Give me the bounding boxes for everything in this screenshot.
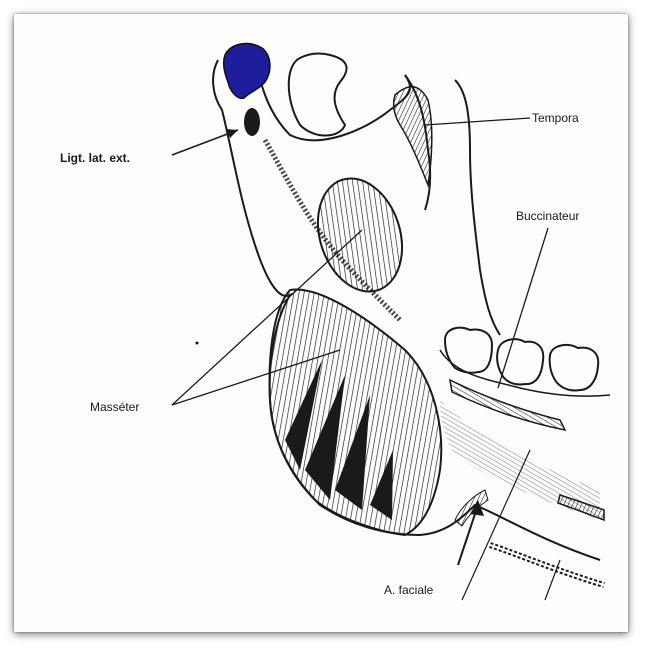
label-temporal: Tempora [532, 111, 579, 125]
leader-masseter-deep [171, 229, 363, 406]
leader-masseter-superficial [171, 349, 341, 406]
artery-notch-fibers [454, 489, 489, 527]
temporal-muscle [392, 86, 433, 188]
mandible-body-hatching [440, 400, 600, 520]
deep-masseter [316, 177, 404, 293]
leader-facial-artery [457, 500, 484, 566]
gum-line [439, 349, 611, 397]
label-masseter: Masséter [90, 400, 139, 414]
speck [195, 341, 199, 345]
condyle-highlight [222, 42, 271, 100]
mandibular-canal [557, 494, 605, 522]
leader-ligament [171, 129, 239, 156]
jaw-anatomy-diagram: Ligt. lat. ext. Tempora Buccinateur Mass… [60, 42, 611, 601]
leader-buccinateur [497, 227, 549, 389]
label-facial-artery: A. faciale [384, 583, 434, 597]
masseter-tendon-3 [335, 395, 370, 510]
buccinator-band [449, 378, 567, 432]
leader-lines-bottom [461, 449, 561, 601]
tooth-3 [548, 343, 600, 392]
masseter-tendon-2 [305, 375, 345, 500]
coronoid-process [287, 52, 348, 137]
label-ligament: Ligt. lat. ext. [60, 151, 130, 165]
tooth-2 [496, 338, 545, 386]
diagram-frame: Ligt. lat. ext. Tempora Buccinateur Mass… [14, 14, 628, 632]
facial-artery-vessel-inner [489, 544, 605, 586]
lateral-ligament-mark [244, 108, 260, 136]
masseter-tendon-1 [285, 360, 322, 470]
leader-temporal [424, 117, 531, 126]
label-buccinateur: Buccinateur [516, 209, 579, 223]
tooth-1 [443, 326, 494, 374]
masseter-tendon-4 [370, 450, 393, 520]
